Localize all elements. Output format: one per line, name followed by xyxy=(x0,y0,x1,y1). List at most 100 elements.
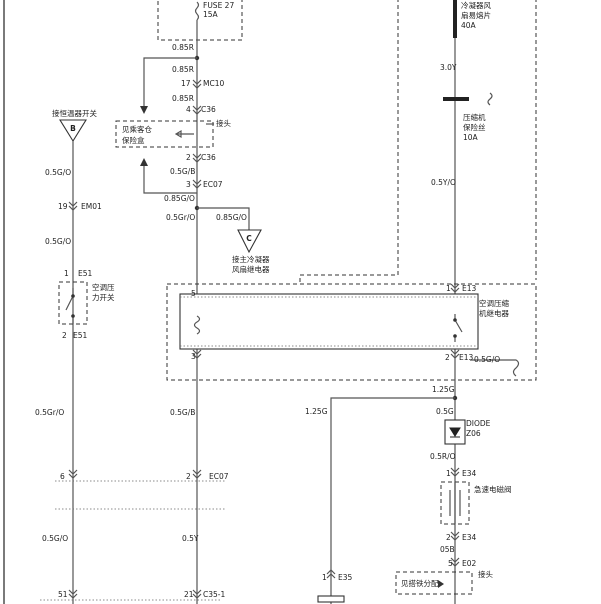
connector-pin: 1 xyxy=(64,269,69,278)
wire-label: 1.25G xyxy=(305,407,328,416)
connector-id: E51 xyxy=(78,269,93,278)
connector-pin: 2 xyxy=(186,472,191,481)
arrow-right-icon xyxy=(438,580,444,588)
wire-label: 05B xyxy=(440,545,455,554)
wire-label: 0.5G/O xyxy=(45,168,71,177)
thermostat-ref-triangle xyxy=(59,119,87,143)
connector-pin: 4 xyxy=(186,105,191,114)
fan-relay-ref-triangle xyxy=(237,229,262,254)
fuse-27-symbol xyxy=(194,1,200,21)
arrow-down-icon xyxy=(140,106,148,114)
diode-name: DIODE xyxy=(466,419,491,428)
wire-label: 0.85G/O xyxy=(164,194,195,203)
diode-icon xyxy=(449,427,461,438)
connector-pin: 1 xyxy=(446,469,451,478)
wire-label: 0.5G/O xyxy=(45,237,71,246)
fan-relay-ref-letter: C xyxy=(246,234,252,243)
contact-node xyxy=(453,334,457,338)
wire-label: 0.85R xyxy=(172,94,194,103)
wire-label: 0.5R/O xyxy=(430,452,456,461)
wire-label: 0.5G/B xyxy=(170,167,195,176)
fuse-27-box xyxy=(157,0,243,41)
fuse-27-rating: 15A xyxy=(203,10,219,19)
connector-chevron xyxy=(450,531,460,541)
connector-id: C36 xyxy=(201,153,216,162)
wire-label: 3.0Y xyxy=(440,63,457,72)
connector-chevron xyxy=(450,349,460,359)
wire-label: 0.5Gr/O xyxy=(166,213,195,222)
relay-line2: 机继电器 xyxy=(479,308,509,318)
fuse-zone-boundary xyxy=(299,0,399,282)
ground-component xyxy=(317,595,345,603)
relay-pin: 3 xyxy=(191,352,196,361)
ground-branch xyxy=(330,397,455,604)
connector-chevron xyxy=(68,201,78,211)
connector-id: C36 xyxy=(201,105,216,114)
relay-zone xyxy=(166,283,537,381)
ground-splice-label: 见搭铁分配 xyxy=(401,578,439,588)
connector-chevron xyxy=(68,469,78,479)
fuse-27-name: FUSE 27 xyxy=(203,1,234,10)
connector-pin: 2 xyxy=(62,331,67,340)
ground-splice-box xyxy=(395,571,473,595)
connector-pin: 6 xyxy=(60,472,65,481)
wire-label: 1.25G xyxy=(432,385,455,394)
compressor-fuse-rating: 10A xyxy=(463,133,479,142)
passenger-fuse-box-line1: 见乘客仓 xyxy=(122,124,152,134)
ac-compressor-relay xyxy=(179,293,479,350)
wire-label: 0.5Gr/O xyxy=(35,408,64,417)
connector-id: EC07 xyxy=(203,180,223,189)
connector-id: E02 xyxy=(462,559,477,568)
fan-fuse-line2: 扇易熔片 xyxy=(461,10,491,20)
connector-pin: 17 xyxy=(181,79,191,88)
joint-label: 接头 xyxy=(216,118,231,128)
connector-chevron xyxy=(326,569,336,579)
compressor-fuse-line1: 压缩机 xyxy=(463,112,486,122)
wire-label: 0.5G/O xyxy=(474,355,500,364)
connector-pin: 2 xyxy=(446,533,451,542)
connector-pin: 19 xyxy=(58,202,68,211)
branch-to-fan-relay xyxy=(197,207,250,230)
compressor-fuse-line2: 保险丝 xyxy=(463,122,486,132)
contact-node xyxy=(453,318,457,322)
compressor-fuse-bar xyxy=(443,97,469,101)
connector-id: E34 xyxy=(462,469,477,478)
connector-chevron xyxy=(192,589,202,599)
switch-node xyxy=(71,314,75,318)
switch-node xyxy=(71,294,75,298)
connector-chevron xyxy=(192,469,202,479)
compressor-fuse-symbol xyxy=(487,92,493,106)
thermostat-ref-letter: B xyxy=(70,124,76,133)
pressure-switch-contact xyxy=(65,288,74,324)
connector-id: EM01 xyxy=(81,202,102,211)
relay-coil-icon xyxy=(193,315,201,335)
connector-pin: 51 xyxy=(58,590,68,599)
connector-pin: 3 xyxy=(186,180,191,189)
connector-chevron xyxy=(68,589,78,599)
diode-code: Z06 xyxy=(466,429,481,438)
connector-chevron xyxy=(192,153,202,163)
connector-id: MC10 xyxy=(203,79,224,88)
wire-label: 0.85R xyxy=(172,65,194,74)
fan-fuse-line1: 冷凝器风 xyxy=(461,0,491,10)
connector-pin: 5 xyxy=(448,559,453,568)
wire-label: 0.5Y/O xyxy=(431,178,456,187)
connector-pin: 1 xyxy=(446,284,451,293)
connector-id: EC07 xyxy=(209,472,229,481)
connector-pin: 1 xyxy=(322,573,327,582)
connector-id: E51 xyxy=(73,331,88,340)
connector-id: C35-1 xyxy=(203,590,225,599)
cut-wire xyxy=(470,359,520,377)
connector-id: E34 xyxy=(462,533,477,542)
fan-fuse-rating: 40A xyxy=(461,21,477,30)
arrow-left-icon xyxy=(174,129,194,139)
connector-pin: 2 xyxy=(186,153,191,162)
relay-line1: 空调压缩 xyxy=(479,298,509,308)
idle-solenoid-label: 急速电磁阀 xyxy=(474,484,512,494)
branch-to-fuse-box xyxy=(143,57,197,112)
passenger-fuse-box xyxy=(115,120,214,148)
branch-up xyxy=(143,160,197,194)
solenoid-icon xyxy=(449,482,461,524)
arrow-up-icon xyxy=(140,158,148,166)
